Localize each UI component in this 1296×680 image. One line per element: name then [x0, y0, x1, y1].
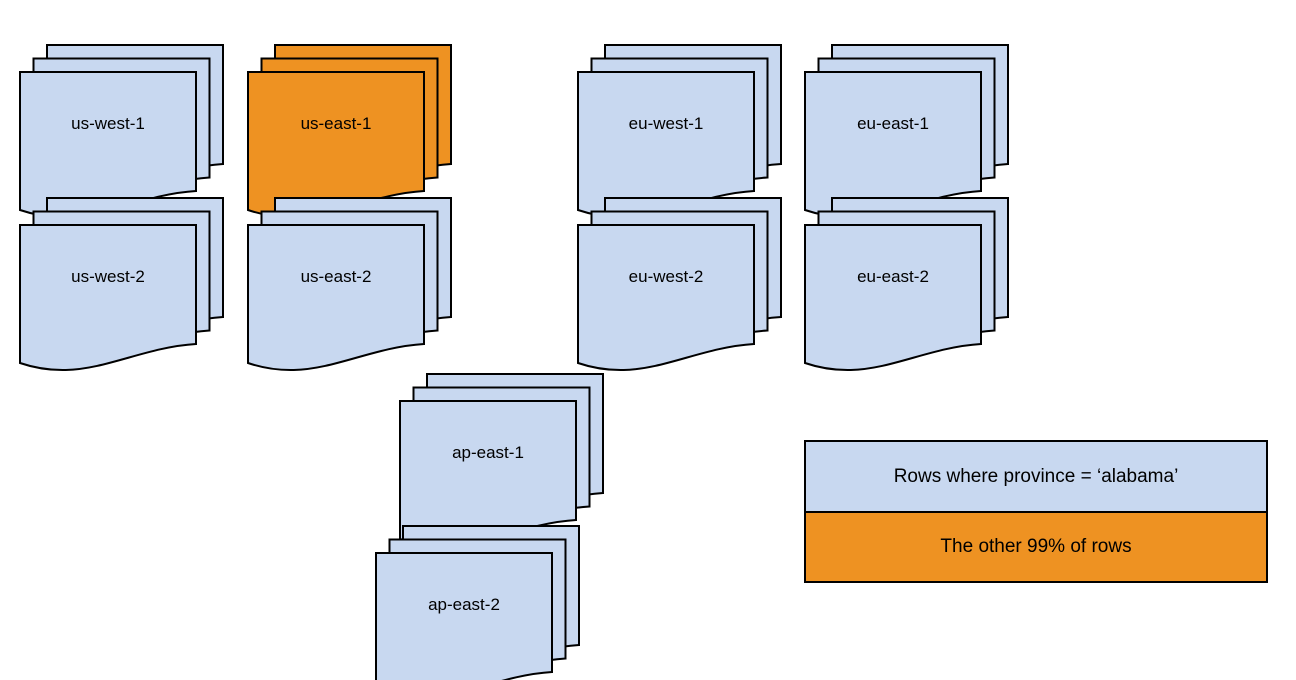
region-stack-eu-east-2[interactable]: eu-east-2: [804, 172, 1010, 372]
region-stack-us-west-2[interactable]: us-west-2: [19, 172, 225, 372]
region-stack-ap-east-2[interactable]: ap-east-2: [375, 500, 581, 680]
document-stack-icon: [19, 197, 224, 372]
document-sheet: [804, 224, 982, 372]
legend-item-alabama: Rows where province = ‘alabama’: [804, 440, 1268, 512]
document-stack-icon: [804, 197, 1009, 372]
region-stack-us-east-1[interactable]: us-east-1: [247, 19, 453, 219]
region-stack-ap-east-1[interactable]: ap-east-1: [399, 348, 605, 548]
document-sheet: [577, 224, 755, 372]
document-sheet: [247, 224, 425, 372]
legend-item-label: Rows where province = ‘alabama’: [893, 465, 1179, 487]
legend-item-label: The other 99% of rows: [940, 536, 1132, 557]
document-stack-icon: [804, 44, 1009, 219]
document-stack-icon: [577, 44, 782, 219]
region-stack-eu-west-2[interactable]: eu-west-2: [577, 172, 783, 372]
legend: Rows where province = ‘alabama’ The othe…: [804, 440, 1268, 583]
region-stack-eu-west-1[interactable]: eu-west-1: [577, 19, 783, 219]
region-stack-eu-east-1[interactable]: eu-east-1: [804, 19, 1010, 219]
document-stack-icon: [247, 197, 452, 372]
document-stack-icon: [19, 44, 224, 219]
region-stack-us-east-2[interactable]: us-east-2: [247, 172, 453, 372]
legend-item-other: The other 99% of rows: [804, 512, 1268, 583]
document-sheet: [19, 224, 197, 372]
document-sheet: [375, 552, 553, 680]
region-stack-us-west-1[interactable]: us-west-1: [19, 19, 225, 219]
document-stack-icon: [399, 373, 604, 548]
document-stack-icon: [247, 44, 452, 219]
document-stack-icon: [577, 197, 782, 372]
document-stack-icon: [375, 525, 580, 680]
